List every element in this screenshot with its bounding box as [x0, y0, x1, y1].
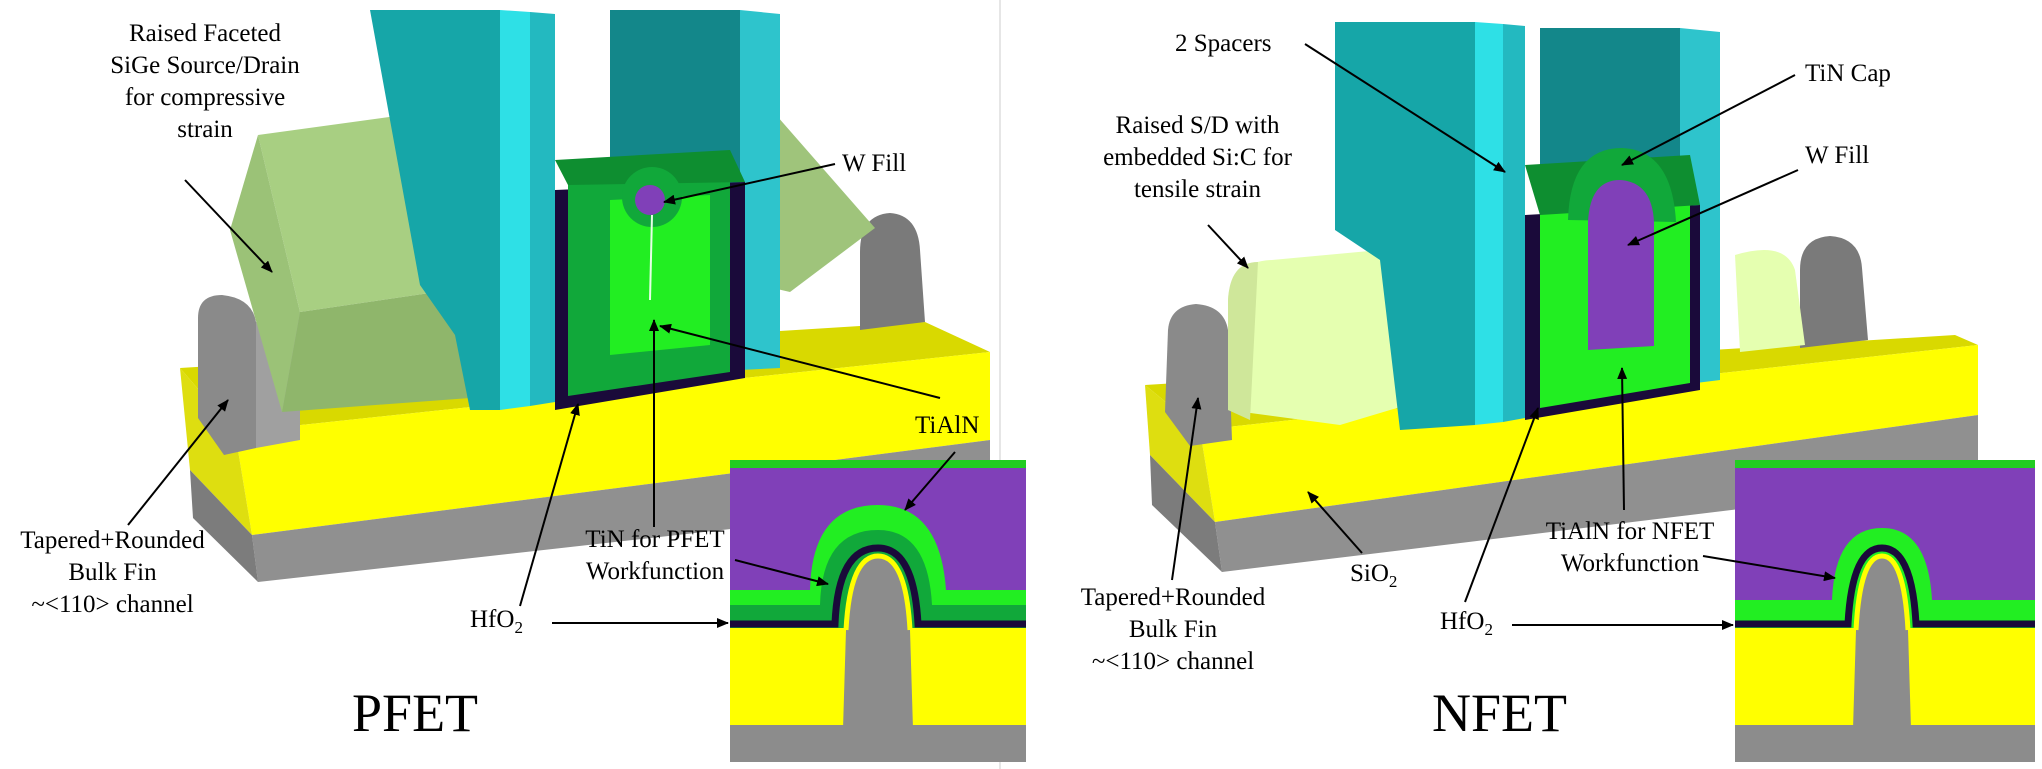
label-line: for compressive: [124, 84, 286, 111]
arrow-pfet-tialn: [659, 323, 941, 399]
nfet-tialn-wf-label: TiAlN for NFET Workfunction: [1510, 516, 1750, 580]
arrow-spacers: [1304, 43, 1506, 173]
nfet-fin-front: [1165, 304, 1232, 446]
arrow-pfet-tialn-inset: [904, 451, 956, 511]
label-line: Bulk Fin: [68, 559, 157, 586]
arrow-pfet-tin-inset: [734, 559, 829, 587]
label-line: embedded Si:C for: [1103, 144, 1292, 171]
arrow-pfet-hfo2: [519, 403, 580, 607]
nfet-sic-left-shade: [1228, 262, 1258, 420]
label-main: SiO: [1350, 560, 1389, 587]
nfet-sio2-slab-front: [1200, 345, 1978, 522]
nfet-w-fill: [1588, 180, 1654, 350]
pfet-spacer-1: [500, 10, 530, 410]
nfet-sio2-slab-left: [1145, 385, 1215, 522]
pfet-tialn-layer: [610, 195, 710, 355]
arrow-nfet-fin: [1171, 397, 1202, 581]
pfet-arrows: [127, 163, 956, 628]
label-line: ~<110> channel: [31, 591, 194, 618]
nfet-w-fill-label: W Fill: [1805, 142, 1870, 169]
label-sub: 2: [1388, 572, 1398, 591]
nfet-spacers-label: 2 Spacers: [1175, 30, 1272, 57]
label-line: Tapered+Rounded: [1080, 584, 1266, 611]
arrow-pfet-fin: [127, 399, 229, 526]
label-sub: 2: [514, 618, 523, 637]
pfet-w-fill-label: W Fill: [842, 150, 907, 177]
nfet-raised-sd-label: Raised S/D with embedded Si:C for tensil…: [1065, 110, 1330, 206]
nfet-cross-section-inset: [1735, 460, 2035, 762]
label-line: strain: [177, 116, 233, 143]
label-line: ~<110> channel: [1091, 648, 1255, 675]
pfet-tialn-label: TiAlN: [915, 412, 980, 439]
nfet-fin-label: Tapered+Rounded Bulk Fin ~<110> channel: [1058, 582, 1288, 678]
label-main: HfO: [470, 606, 515, 633]
pfet-gate-front: [370, 10, 500, 410]
nfet-sio2-label: SiO2: [1350, 558, 1397, 590]
pfet-sige-left-side: [230, 135, 300, 412]
label-line: Raised Faceted: [128, 20, 282, 47]
label-line: SiGe Source/Drain: [110, 52, 300, 79]
pfet-cross-section-inset: [730, 460, 1026, 762]
label-line: TiN for PFET: [585, 526, 725, 553]
label-sub: 2: [1484, 620, 1493, 639]
nfet-fin-back: [1800, 236, 1868, 348]
arrow-sige: [184, 179, 273, 273]
nfet-structure: [1145, 22, 1978, 572]
pfet-tin-wf-label: TiN for PFET Workfunction: [540, 524, 770, 588]
pfet-fin-front: [198, 295, 256, 455]
arrow-nfet-tialn-inset: [1702, 555, 1836, 582]
pfet-title: PFET: [352, 683, 479, 743]
label-line: Workfunction: [1560, 550, 1700, 577]
pfet-substrate-left: [190, 470, 258, 582]
label-line: Raised S/D with: [1115, 112, 1280, 139]
label-line: Bulk Fin: [1128, 616, 1218, 643]
arrow-pfet-w-fill: [663, 163, 836, 205]
nfet-spacer-2: [1503, 24, 1525, 422]
arrow-tin-cap: [1621, 74, 1796, 166]
nfet-hfo2-label: HfO2: [1440, 606, 1493, 638]
label-line: tensile strain: [1133, 176, 1262, 203]
arrow-raised-sd: [1207, 224, 1249, 269]
pfet-seam: [649, 214, 653, 301]
pfet-sio2-slab-front: [235, 352, 990, 535]
nfet-tin-cap-label: TiN Cap: [1805, 60, 1891, 87]
arrow-sio2: [1307, 491, 1363, 554]
label-line: Workfunction: [585, 558, 725, 585]
label-main: HfO: [1440, 608, 1485, 635]
pfet-gate-back-edge: [740, 10, 780, 370]
nfet-arrows: [1171, 43, 1836, 630]
arrow-nfet-hfo2: [1464, 407, 1539, 603]
label-line: TiAlN for NFET: [1545, 518, 1715, 545]
nfet-substrate-left: [1150, 455, 1222, 572]
nfet-spacer-1: [1475, 22, 1503, 425]
pfet-fin-back: [860, 213, 925, 330]
label-line: Tapered+Rounded: [20, 527, 205, 554]
pfet-hfo2-label: HfO2: [470, 604, 523, 636]
pfet-w-fill-dot: [635, 185, 665, 215]
arrow-nfet-w-fill: [1627, 169, 1799, 246]
arrow-nfet-tialn: [1617, 367, 1628, 511]
nfet-sic-right: [1735, 250, 1805, 352]
pfet-sige-label: Raised Faceted SiGe Source/Drain for com…: [60, 18, 350, 146]
pfet-fin-label: Tapered+Rounded Bulk Fin ~<110> channel: [0, 525, 225, 621]
nfet-gate-front: [1335, 22, 1475, 430]
nfet-title: NFET: [1432, 683, 1567, 743]
pfet-spacer-2: [530, 12, 555, 406]
nfet-substrate-front: [1215, 415, 1978, 572]
